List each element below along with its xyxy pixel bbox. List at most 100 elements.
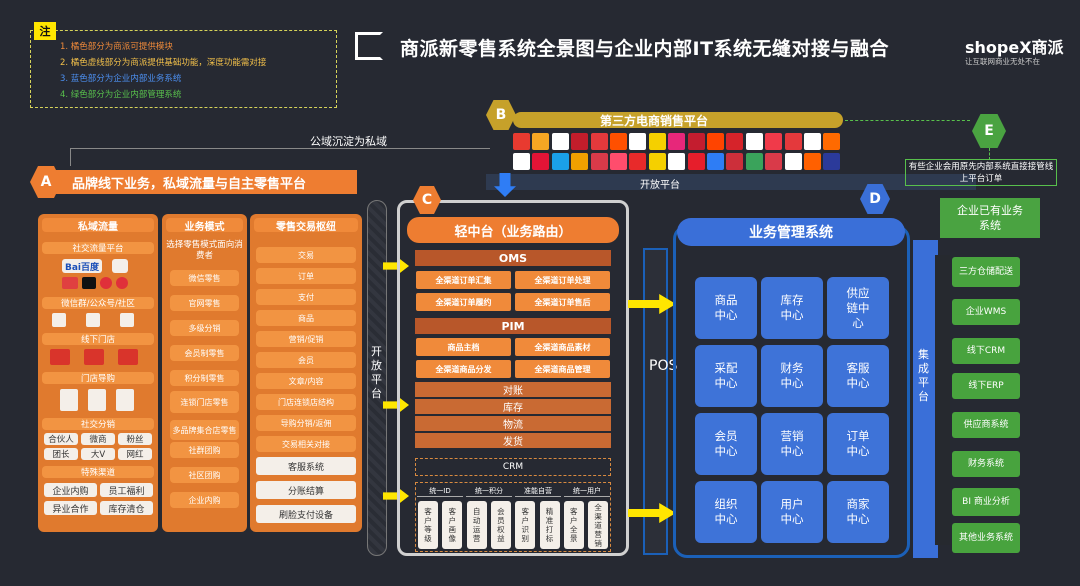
- platform-logo-icon: [513, 133, 530, 150]
- middle-row: 物流: [415, 416, 611, 431]
- b-e-connector: [845, 120, 970, 121]
- enterprise-system-item: 财务系统: [952, 451, 1020, 477]
- arrow-down-icon: [494, 173, 516, 197]
- person-icon: [120, 313, 134, 327]
- oms-bar: OMS: [415, 250, 611, 266]
- trade-hub-white-item: 客服系统: [256, 457, 356, 475]
- business-model-item: 多级分销: [170, 320, 239, 336]
- open-platform-v: [367, 200, 387, 556]
- business-model-item: 企业内购: [170, 492, 239, 508]
- platform-logo-icon: [784, 153, 802, 170]
- middle-row: 库存: [415, 399, 611, 414]
- platform-logo-icon: [726, 133, 744, 150]
- platform-logo-icon: [687, 133, 705, 150]
- marker-e: E: [972, 114, 1006, 148]
- oms-tile: 全渠道订单售后: [515, 293, 610, 311]
- platform-logo-icon: [745, 133, 763, 150]
- social-tile: 团长: [44, 448, 78, 460]
- business-model-item: 连锁门店零售: [170, 391, 239, 413]
- business-center-tile: 商品中心: [695, 277, 757, 339]
- oms-tile: 全渠道订单履约: [416, 293, 511, 311]
- oms-tile: 全渠道订单处理: [515, 271, 610, 289]
- crm-col: 客户识别: [515, 501, 536, 549]
- platform-logo-icon: [784, 133, 802, 150]
- business-model-item: 微信零售: [170, 270, 239, 286]
- col2-head: 业务模式: [166, 218, 243, 233]
- trade-hub-item: 商品: [256, 310, 356, 326]
- pim-tile: 全渠道商品素材: [515, 338, 610, 356]
- frame-icon: [355, 32, 383, 60]
- trade-hub-item: 支付: [256, 289, 356, 305]
- platform-logo-icon: [648, 133, 666, 150]
- platform-logo-icon: [629, 133, 647, 150]
- col1-head: 私域流量: [42, 218, 154, 233]
- trade-hub-item: 门店连锁店结构: [256, 394, 356, 410]
- business-model-item: 官网零售: [170, 295, 239, 311]
- crm-col: 精准打标: [539, 501, 560, 549]
- platform-logo-icon: [707, 133, 724, 150]
- trade-hub-item: 订单: [256, 268, 356, 284]
- special-tile: 员工福利: [100, 483, 153, 497]
- note-line-3: 3. 蓝色部分为企业内部业务系统: [60, 74, 182, 84]
- offline-store: 线下门店: [42, 333, 154, 345]
- note-line-1: 1. 橘色部分为商派可提供模块: [60, 42, 173, 52]
- note-line-4: 4. 绿色部分为企业内部管理系统: [60, 90, 182, 100]
- oms-tile: 全渠道订单汇集: [416, 271, 511, 289]
- business-center-tile: 组织中心: [695, 481, 757, 543]
- open-platform-v-label: 开放平台: [371, 345, 382, 400]
- business-center-tile: 订单中心: [827, 413, 889, 475]
- page-title: 商派新零售系统全景图与企业内部IT系统无缝对接与融合: [400, 38, 890, 60]
- platform-logo-icon: [668, 133, 686, 150]
- business-center-tile: 财务中心: [761, 345, 823, 407]
- trade-hub-item: 导购分销/返佣: [256, 415, 356, 431]
- section-d-title: 业务管理系统: [677, 218, 905, 246]
- pim-tile: 商品主档: [416, 338, 511, 356]
- business-center-tile: 会员中心: [695, 413, 757, 475]
- public-line-down: [70, 148, 71, 166]
- platform-logo-icon: [804, 133, 821, 150]
- video-icon: [116, 277, 128, 289]
- platform-logo-icon: [668, 153, 686, 170]
- trade-hub-white-item: 刷脸支付设备: [256, 505, 356, 523]
- wechat-channel: 微信群/公众号/社区: [42, 297, 154, 309]
- platform-logo-icon: [823, 133, 841, 150]
- weibo-icon: [100, 277, 112, 289]
- pim-tile: 全渠道商品分发: [416, 360, 511, 378]
- platform-logo-icon: [551, 133, 569, 150]
- platform-logo-icon: [726, 153, 744, 170]
- social-platform: 社交流量平台: [42, 242, 154, 254]
- marker-d: D: [860, 184, 890, 214]
- platform-logo-icon: [745, 153, 763, 170]
- business-model-item: 社群团购: [170, 442, 239, 458]
- note-line-2: 2. 橘色虚线部分为商派提供基础功能，深度功能需对接: [60, 58, 267, 68]
- social-tile: 合伙人: [44, 433, 78, 445]
- trade-hub-item: 营销/促销: [256, 331, 356, 347]
- store-icon: [84, 349, 104, 365]
- business-center-tile: 商家中心: [827, 481, 889, 543]
- platform-logo-icon: [571, 153, 589, 170]
- guide-icon: [88, 389, 106, 411]
- enterprise-system-item: 线下ERP: [952, 373, 1020, 399]
- trade-hub-item: 文章/内容: [256, 373, 356, 389]
- integration-label: 集成平台: [918, 348, 929, 403]
- business-center-tile: 采配中心: [695, 345, 757, 407]
- crm-area: [415, 482, 611, 552]
- toutiao-icon: [62, 277, 78, 289]
- business-center-tile: 供应链中心: [827, 277, 889, 339]
- middle-row: 发货: [415, 433, 611, 448]
- douyin-icon: [82, 277, 96, 289]
- social-tile: 网红: [118, 448, 152, 460]
- kuaishou-icon: [112, 259, 128, 273]
- open-platform-h-bar: [486, 174, 976, 190]
- platform-logo-icon: [513, 153, 530, 170]
- platform-logo-icon: [590, 133, 608, 150]
- special-tile: 库存清仓: [100, 501, 153, 515]
- section-e-note: 有些企业会用原先内部系统直接接管线上平台订单: [905, 159, 1057, 186]
- crm-col: 会员权益: [490, 501, 511, 549]
- business-model-item: 会员制零售: [170, 345, 239, 361]
- social-tile: 微商: [81, 433, 115, 445]
- marker-b: B: [486, 100, 516, 130]
- crm-col: 自动运营: [466, 501, 487, 549]
- pim-tile: 全渠道商品管理: [515, 360, 610, 378]
- social-distribution: 社交分销: [42, 418, 154, 430]
